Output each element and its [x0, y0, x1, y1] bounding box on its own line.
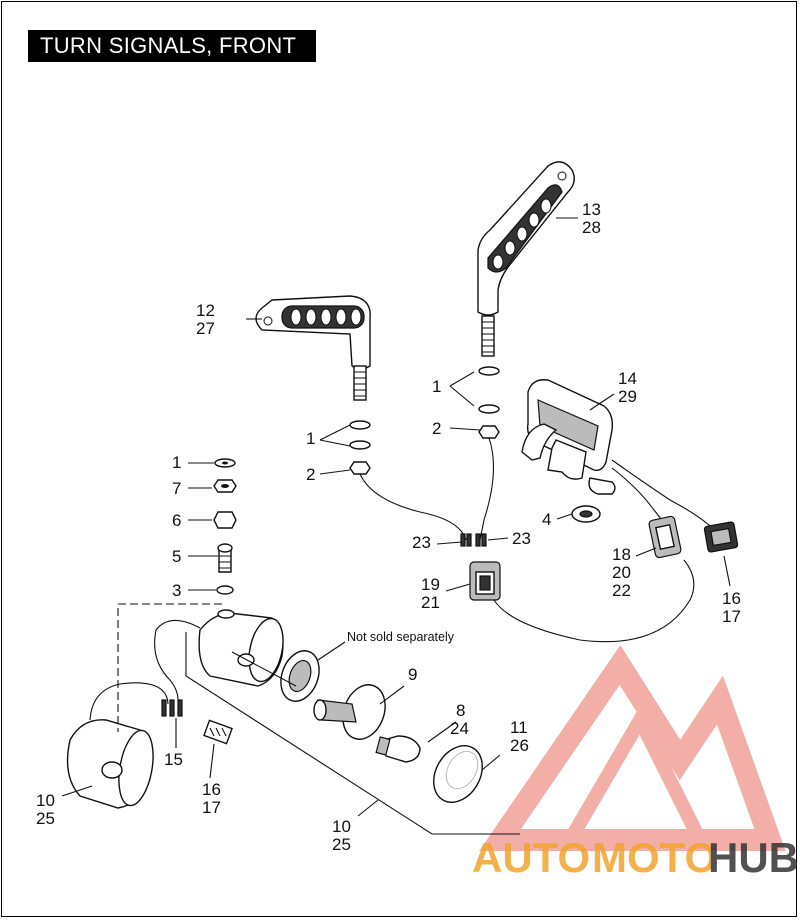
page-title: TURN SIGNALS, FRONT: [28, 30, 316, 62]
mounting-bracket: [521, 379, 713, 529]
callout-12-27: 12 27: [196, 301, 215, 338]
left-light-bar: [255, 295, 371, 401]
svg-text:29: 29: [618, 387, 637, 406]
wire-terminals: [460, 533, 487, 547]
lamp-housing-front: [66, 719, 154, 809]
callout-19-21: 19 21: [421, 575, 440, 612]
svg-text:16: 16: [722, 589, 741, 608]
svg-text:8: 8: [456, 701, 465, 720]
right-bar-hardware: [478, 366, 500, 439]
callout-18-20-22: 18 20 22: [612, 545, 631, 600]
callout-3: 3: [172, 581, 181, 600]
connector-16: [703, 521, 739, 553]
terminal-strip: [203, 719, 233, 745]
watermark-triangle: [479, 644, 786, 851]
connector-18: [648, 515, 682, 559]
gasket: [280, 650, 320, 702]
svg-text:25: 25: [36, 809, 55, 828]
svg-text:14: 14: [618, 369, 637, 388]
callout-14-29: 14 29: [618, 369, 637, 406]
svg-text:13: 13: [582, 200, 601, 219]
bulb-8: [375, 735, 421, 763]
watermark-auto: AUTO: [472, 834, 590, 881]
watermark-hub: HUB: [708, 834, 799, 881]
svg-text:28: 28: [582, 218, 601, 237]
not-sold-separately-note: Not sold separately: [347, 630, 455, 644]
callout-23-left: 23: [412, 533, 431, 552]
svg-text:16: 16: [202, 780, 221, 799]
connector-19: [469, 561, 501, 601]
svg-text:26: 26: [510, 736, 529, 755]
callout-9: 9: [408, 665, 417, 684]
svg-text:19: 19: [421, 575, 440, 594]
hardware-stack: [213, 458, 237, 595]
callout-4: 4: [542, 510, 551, 529]
callout-10-25-bottom: 10 25: [332, 817, 351, 854]
svg-text:18: 18: [612, 545, 631, 564]
callout-2-right: 2: [432, 419, 441, 438]
svg-text:22: 22: [612, 581, 631, 600]
callout-15: 15: [164, 750, 183, 769]
svg-text:10: 10: [332, 817, 351, 836]
watermark-text: AUTO MOTO HUB: [472, 834, 799, 881]
lamp-socket-9: [313, 684, 386, 740]
svg-text:10: 10: [36, 791, 55, 810]
lens-11: [433, 745, 483, 803]
callout-23-right: 23: [512, 529, 531, 548]
callout-1-right: 1: [432, 377, 441, 396]
callout-11-26: 11 26: [510, 718, 529, 755]
callout-7: 7: [172, 479, 181, 498]
watermark-inner-triangle: [557, 705, 712, 847]
svg-text:12: 12: [196, 301, 215, 320]
callout-2-left: 2: [306, 465, 315, 484]
svg-text:17: 17: [202, 798, 221, 817]
callout-1-stack: 1: [172, 453, 181, 472]
svg-text:20: 20: [612, 563, 631, 582]
callout-5: 5: [172, 547, 181, 566]
lamp-terminals: [161, 699, 183, 717]
grommet-4: [571, 505, 601, 523]
callout-16-17-right: 16 17: [722, 589, 741, 626]
svg-text:17: 17: [722, 607, 741, 626]
svg-text:25: 25: [332, 835, 351, 854]
callout-13-28: 13 28: [582, 200, 601, 237]
watermark-moto: MOTO: [592, 834, 717, 881]
svg-text:24: 24: [450, 719, 469, 738]
svg-text:27: 27: [196, 319, 215, 338]
callout-1-left: 1: [306, 429, 315, 448]
callout-10-25-left: 10 25: [36, 791, 55, 828]
right-light-bar: [477, 161, 575, 357]
svg-text:21: 21: [421, 593, 440, 612]
callout-8-24: 8 24: [450, 701, 469, 738]
svg-text:11: 11: [510, 718, 528, 737]
callout-16-17-left: 16 17: [202, 780, 221, 817]
callout-6: 6: [172, 511, 181, 530]
left-bar-hardware: [349, 420, 371, 475]
watermark-logo: [479, 644, 786, 851]
